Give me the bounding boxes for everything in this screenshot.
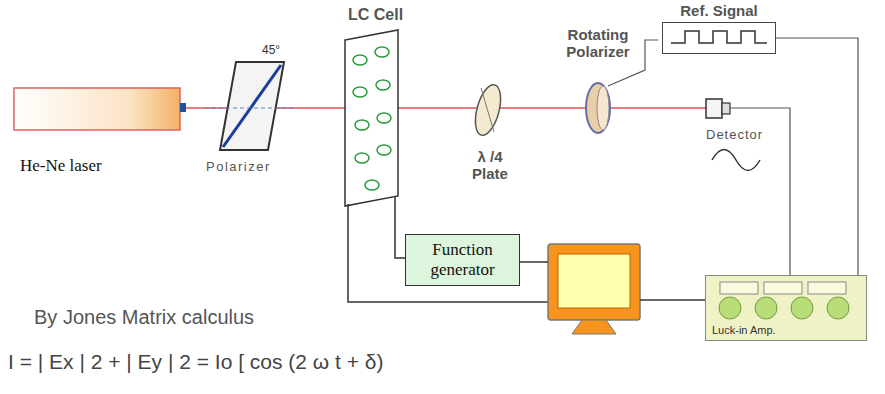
laser-tube — [14, 88, 180, 130]
lc-wire — [395, 197, 405, 258]
lc-cell — [345, 30, 398, 206]
lc-molecules — [353, 47, 391, 190]
computer-monitor — [548, 244, 640, 320]
polarizer-axis — [223, 65, 281, 147]
plate-edge — [481, 88, 494, 132]
generator-wire — [520, 261, 548, 263]
computer-stand — [572, 320, 616, 334]
square-wave — [663, 23, 773, 51]
panel-controls — [706, 276, 866, 324]
lc-wire — [348, 204, 548, 302]
polarizer-plate — [220, 62, 284, 150]
part-label: Detector — [706, 128, 763, 143]
part-label: Rotating Polarizer — [555, 26, 641, 61]
box-label: Function generator — [412, 240, 513, 280]
panel-display — [764, 282, 802, 294]
function-generator-box: Function generator — [405, 234, 520, 286]
formula-text: I = | Ex | 2 + | Ey | 2 = Io [ cos (2 ω … — [8, 350, 384, 374]
computer-wire — [640, 299, 705, 301]
signal-wire — [776, 38, 858, 275]
panel-knob — [719, 297, 741, 319]
computer-screen — [558, 254, 630, 308]
part-label: Polarizer — [206, 160, 271, 175]
square-wave-line — [671, 31, 767, 43]
panel-display — [808, 282, 846, 294]
part-label: LC Cell — [348, 6, 403, 24]
quarter-wave-plate — [471, 82, 506, 138]
reference-axis — [205, 108, 296, 109]
rotating-polarizer — [586, 83, 610, 133]
panel-knob — [791, 297, 813, 319]
signal-wave — [712, 150, 760, 171]
lock-in-amplifier-box: Luck-in Amp. — [705, 275, 867, 341]
box-label: Luck-in Amp. — [712, 324, 860, 337]
panel-knob — [827, 297, 849, 319]
part-label: 45° — [262, 44, 280, 58]
part-label: λ /4 Plate — [466, 148, 514, 183]
detector-back — [722, 103, 730, 114]
panel-display — [720, 282, 758, 294]
signal-box — [662, 22, 776, 54]
box-heading: Ref. Signal — [658, 2, 780, 20]
formula-text: By Jones Matrix calculus — [34, 306, 254, 329]
rotating-polarizer-face — [597, 86, 609, 130]
laser-aperture — [180, 103, 186, 112]
detector-body — [706, 99, 722, 118]
reference-signal-box: Ref. Signal — [658, 2, 780, 54]
part-label: He-Ne laser — [20, 156, 102, 176]
panel-knob — [755, 297, 777, 319]
